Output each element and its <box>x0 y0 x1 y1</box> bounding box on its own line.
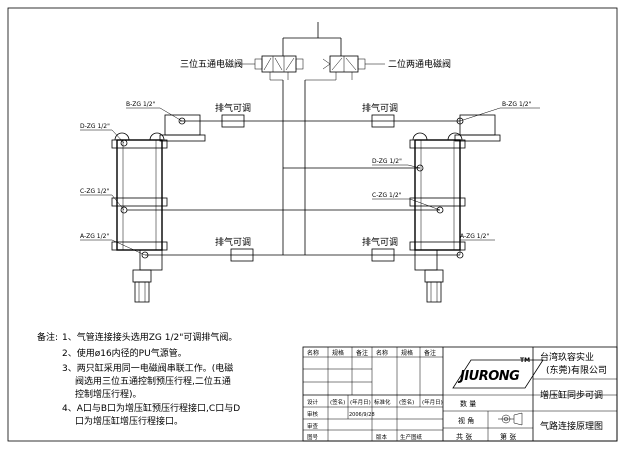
exhaust-valves: 排气可调 排气可调 排气可调 排气可调 <box>215 102 398 262</box>
exhaust-label-4: 排气可调 <box>362 236 398 248</box>
note-line: 4、A口与B口为增压缸预压行程接口,C口与D <box>62 402 240 414</box>
port-label-d-left: D-ZG 1/2" <box>80 123 110 130</box>
port-label-b-left: B-ZG 1/2" <box>126 101 156 108</box>
exhaust-valve <box>371 248 395 262</box>
exhaust-label-3: 排气可调 <box>215 236 251 248</box>
note-line: 1、气管连接接头选用ZG 1/2"可调排气阀。 <box>62 331 237 343</box>
tb-date2: (年月日) <box>422 398 443 406</box>
port-label-a-left: A-ZG 1/2" <box>80 233 109 240</box>
port-label-c-right: C-ZG 1/2" <box>372 192 402 199</box>
tb-standard: 标准化 <box>374 398 391 406</box>
exhaust-label-2: 排气可调 <box>362 102 398 114</box>
tb-production: 生产图纸 <box>400 433 423 441</box>
air-lines <box>127 120 460 256</box>
tb-design: 设计 <box>307 398 319 406</box>
tb-check: 审核 <box>307 410 319 418</box>
left-booster-cylinder <box>111 114 206 303</box>
notes-prefix: 备注: <box>37 331 58 343</box>
valve-manifold: 三位五通电磁阀 二位两通电磁阀 <box>180 22 451 255</box>
tb-header: 名称 <box>376 349 388 357</box>
note-line: 阀选用三位五通控制预压行程,二位五通 <box>75 375 231 387</box>
tb-total-sheets: 共 张 <box>456 432 472 441</box>
company-name-line2: (东莞)有限公司 <box>546 364 607 376</box>
note-line: 2、使用ø16内径的PU气源管。 <box>62 347 187 359</box>
tb-header: 备注 <box>424 349 436 357</box>
tb-header: 备注 <box>356 349 368 357</box>
drawing-title: 气路连接原理图 <box>540 420 603 432</box>
port-labels: B-ZG 1/2" D-ZG 1/2" C-ZG 1/2" A-ZG 1/2" … <box>80 101 540 256</box>
company-logo: JIURONG TM <box>452 357 544 389</box>
tb-quantity: 数 量 <box>460 399 476 408</box>
note-line: 口为增压缸增压行程接口。 <box>75 415 183 427</box>
product-name: 增压缸同步可调 <box>540 389 603 401</box>
valve-right-label: 二位两通电磁阀 <box>388 58 451 70</box>
port-label-a-right: A-ZG 1/2" <box>460 233 489 240</box>
tb-version: 版本 <box>376 433 388 441</box>
exhaust-label-1: 排气可调 <box>215 102 251 114</box>
projection-symbol-icon <box>498 412 523 426</box>
port-label-c-left: C-ZG 1/2" <box>80 188 110 195</box>
valve-left-label: 三位五通电磁阀 <box>180 58 243 70</box>
tb-header: 规格 <box>401 349 413 357</box>
tb-date: (年月日) <box>350 398 371 406</box>
company-name-line1: 台湾玖容实业 <box>540 351 594 363</box>
right-booster-cylinder <box>409 114 501 303</box>
title-block: 名称 规格 备注 名称 规格 备注 设计 (签名) (年月日) 标准化 (签名)… <box>302 346 618 442</box>
two-position-two-way-valve <box>322 55 366 80</box>
note-line: 控制增压行程)。 <box>75 388 142 400</box>
tb-sign: (签名) <box>330 398 345 406</box>
port-label-d-right: D-ZG 1/2" <box>372 158 402 165</box>
tb-drawing-no: 图号 <box>307 433 319 441</box>
exhaust-valve <box>221 114 245 128</box>
tb-audit: 审查 <box>307 422 319 430</box>
tb-check-date: 2006/9/28 <box>349 412 375 418</box>
tb-view-angle: 视 角 <box>458 416 474 425</box>
note-line: 3、两只缸采用同一电磁阀串联工作。(电磁 <box>62 362 233 374</box>
tb-sheet-no: 第 张 <box>500 432 516 441</box>
exhaust-valve <box>371 114 395 128</box>
three-position-five-way-valve <box>254 55 304 80</box>
port-label-b-right: B-ZG 1/2" <box>502 101 532 108</box>
tb-header: 规格 <box>332 349 344 357</box>
exhaust-valve <box>230 248 254 262</box>
logo-text: JIURONG <box>457 369 520 384</box>
tb-sign2: (签名) <box>399 398 414 406</box>
trademark: TM <box>520 357 530 364</box>
tb-header: 名称 <box>307 349 319 357</box>
notes: 备注: 1、气管连接接头选用ZG 1/2"可调排气阀。 2、使用ø16内径的PU… <box>37 331 240 427</box>
